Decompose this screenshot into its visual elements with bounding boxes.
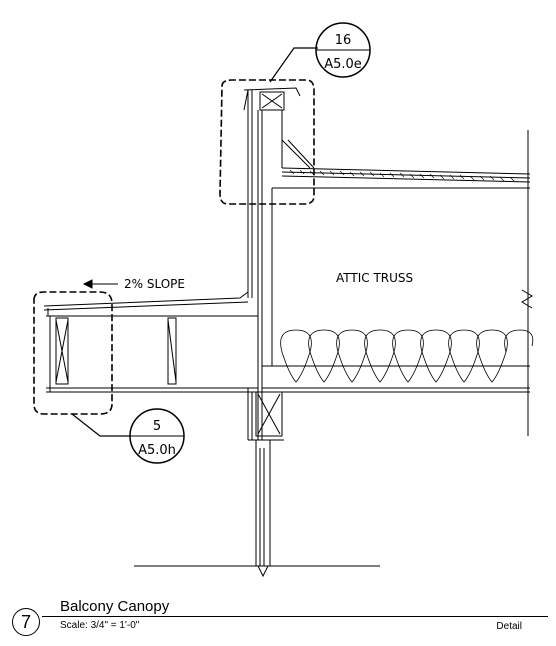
lower-wall	[134, 388, 380, 578]
callout-5-sheet: A5.0h	[138, 443, 176, 458]
batt-insulation	[280, 329, 534, 383]
detail-number: 7	[20, 611, 31, 632]
detail-title: Balcony Canopy	[60, 598, 170, 615]
attic-truss-label: ATTIC TRUSS	[336, 271, 413, 285]
callout-16-number: 16	[335, 33, 352, 48]
detail-callout-5-bubble	[129, 408, 185, 464]
slope-arrow	[82, 279, 118, 289]
detail-callout-16-leader	[269, 47, 318, 83]
parapet-wall	[243, 87, 301, 440]
title-block: 7 Balcony Canopy Scale: 3/4" = 1'-0" Det…	[0, 590, 556, 646]
title-underline	[42, 616, 548, 617]
detail-callout-5-leader	[71, 413, 130, 437]
detail-callout-16-boundary	[219, 79, 315, 205]
detail-type: Detail	[496, 621, 522, 632]
detail-callout-16-bubble	[315, 22, 371, 78]
callout-16-sheet: A5.0e	[324, 57, 362, 72]
canopy-framing	[43, 291, 258, 393]
roof-assembly	[281, 110, 531, 183]
detail-scale: Scale: 3/4" = 1'-0"	[60, 620, 140, 631]
detail-number-bubble: 7	[12, 608, 40, 636]
slope-label: 2% SLOPE	[124, 277, 185, 291]
attic-space	[262, 130, 533, 436]
callout-5-number: 5	[153, 419, 161, 434]
detail-callout-5-boundary	[33, 291, 113, 415]
